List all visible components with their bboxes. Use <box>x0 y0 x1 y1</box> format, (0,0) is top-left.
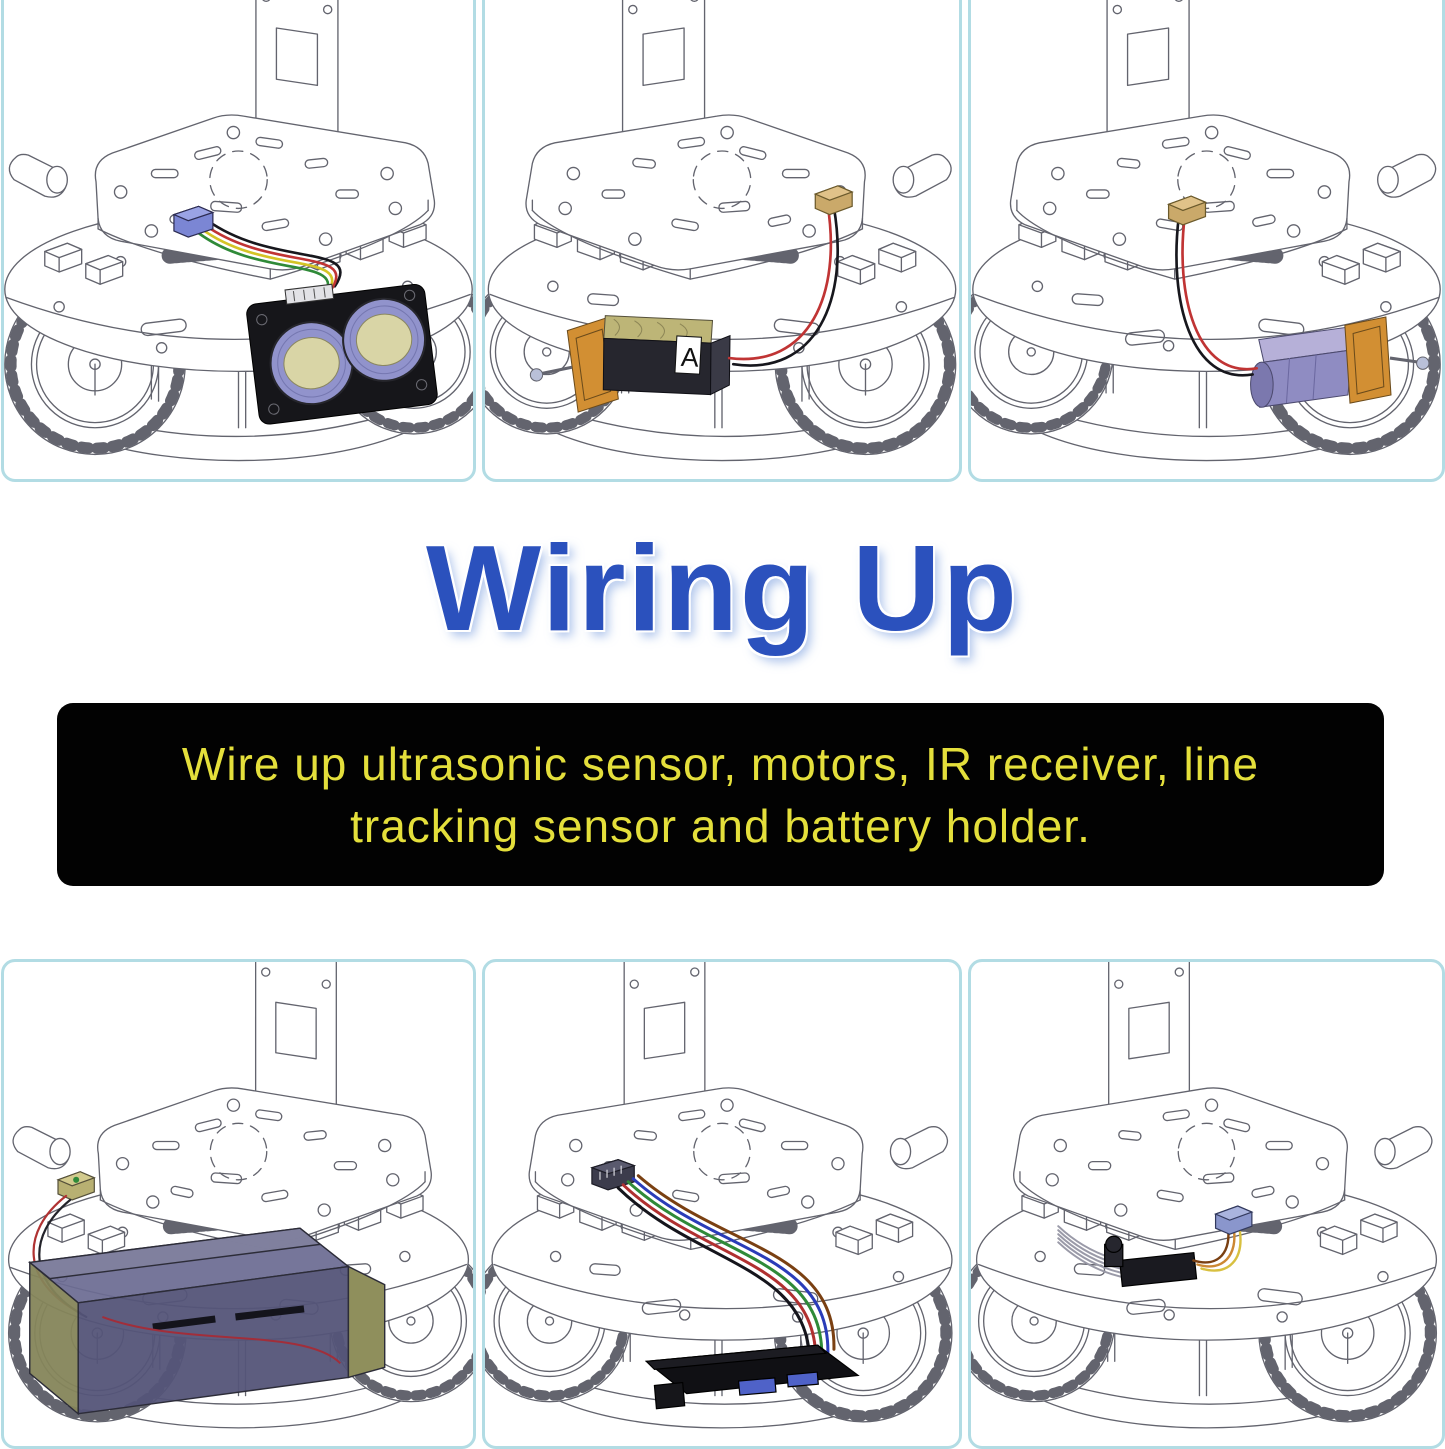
ir-receiver-graphic <box>1104 1235 1198 1288</box>
blue-connector <box>172 205 215 238</box>
wire-bundle <box>1175 213 1259 377</box>
motor-b-graphic <box>1250 316 1430 408</box>
panel-line-tracking-wiring <box>482 959 962 1449</box>
ribbon-connector <box>590 1158 637 1191</box>
ultrasonic-sensor-graphic <box>246 283 438 425</box>
panel-ultrasonic-wiring <box>1 0 476 482</box>
instruction-box: Wire up ultrasonic sensor, motors, IR re… <box>57 703 1384 886</box>
line-tracking-sensor-graphic <box>644 1344 860 1410</box>
motor-a-label: A <box>680 342 700 373</box>
motor-connector <box>813 185 854 216</box>
page-title: Wiring Up <box>426 520 1019 656</box>
battery-holder-graphic <box>28 1227 386 1416</box>
motor-a-graphic: A <box>529 315 731 413</box>
panel-battery-holder-wiring <box>1 959 476 1449</box>
panel-ir-receiver-wiring <box>968 959 1445 1449</box>
ir-connector <box>1213 1205 1254 1235</box>
rainbow-ribbon <box>616 1174 836 1363</box>
wire-bundle <box>727 202 839 367</box>
instruction-line-2: tracking sensor and battery holder. <box>350 799 1091 852</box>
panel-motor-a-wiring: A <box>482 0 962 482</box>
battery-connector <box>56 1171 96 1201</box>
motor-connector <box>1166 195 1208 226</box>
instruction-line-1: Wire up ultrasonic sensor, motors, IR re… <box>181 737 1260 790</box>
panel-motor-b-wiring <box>968 0 1445 482</box>
